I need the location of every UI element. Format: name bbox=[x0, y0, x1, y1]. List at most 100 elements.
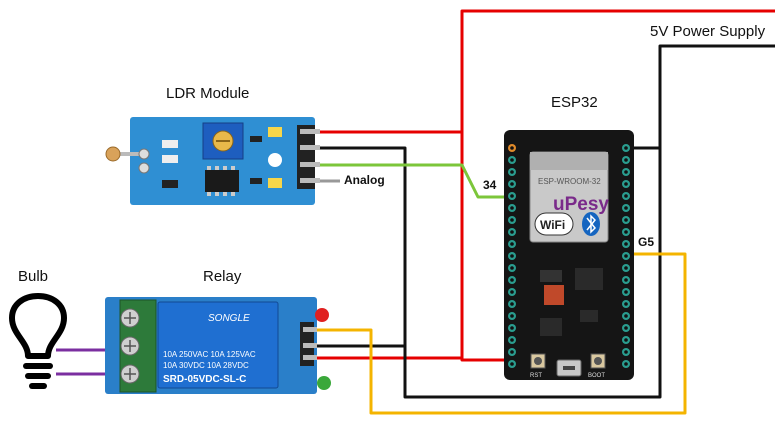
ldr-header-pins bbox=[300, 129, 320, 183]
power-supply-label: 5V Power Supply bbox=[650, 23, 766, 40]
relay-header-pins bbox=[303, 327, 317, 360]
esp32-pin-drill bbox=[510, 266, 514, 270]
esp32-pin-drill bbox=[624, 218, 628, 222]
esp32-pin-drill bbox=[510, 218, 514, 222]
wifi-logo-text: WiFi bbox=[540, 218, 565, 232]
boot-label: BOOT bbox=[588, 373, 605, 379]
signal-wire bbox=[316, 252, 687, 415]
relay-model: SRD-05VDC-SL-C bbox=[163, 374, 246, 385]
ldr-solder-pad-2 bbox=[138, 162, 150, 174]
esp32-pin-drill bbox=[510, 194, 514, 198]
esp32-pin-drill bbox=[624, 326, 628, 330]
esp32-pin-drill bbox=[624, 194, 628, 198]
esp32-pin-drill bbox=[510, 350, 514, 354]
esp32-regulator bbox=[540, 270, 562, 282]
ldr-module bbox=[105, 117, 320, 205]
esp32-pin-drill bbox=[624, 254, 628, 258]
ldr-cap-2 bbox=[250, 178, 262, 184]
relay-led-red bbox=[315, 308, 329, 322]
esp32-pin-drill bbox=[510, 182, 514, 186]
ic-pins bbox=[207, 166, 235, 196]
bulb-label: Bulb bbox=[18, 268, 48, 285]
wifi-logo-icon bbox=[534, 212, 574, 236]
ldr-mount-hole bbox=[268, 153, 282, 167]
esp32-pin-drill bbox=[510, 146, 514, 150]
esp32-brand-text: uPesy bbox=[553, 194, 609, 215]
esp32-chip-2 bbox=[575, 268, 603, 290]
comparator-ic bbox=[205, 170, 239, 192]
bulb-icon bbox=[9, 293, 67, 389]
esp32-pin-drill bbox=[510, 230, 514, 234]
esp32-label: ESP32 bbox=[551, 94, 598, 111]
esp32-pin-drill bbox=[624, 242, 628, 246]
photoresistor-icon bbox=[105, 146, 121, 162]
wires bbox=[56, 9, 775, 415]
relay-spec-2: 10A 30VDC 10A 28VDC bbox=[163, 361, 249, 370]
esp32-pin-drill bbox=[624, 302, 628, 306]
power-wire-supply bbox=[460, 9, 775, 362]
relay-brand: SONGLE bbox=[208, 313, 250, 324]
esp32-pin-drill bbox=[624, 230, 628, 234]
esp32-pin-drill bbox=[624, 350, 628, 354]
esp32-pin-drill bbox=[510, 206, 514, 210]
analog-wire bbox=[320, 163, 512, 199]
esp32-pin-drill bbox=[624, 182, 628, 186]
ldr-header bbox=[297, 125, 315, 189]
relay-spec-1: 10A 250VAC 10A 125VAC bbox=[163, 350, 256, 359]
ldr-solder-pad-1 bbox=[138, 148, 150, 160]
esp32-pin-drill bbox=[624, 146, 628, 150]
esp32-module-text: ESP-WROOM-32 bbox=[538, 177, 601, 186]
ldr-module-label: LDR Module bbox=[166, 85, 249, 102]
ldr-led-1 bbox=[268, 127, 282, 137]
esp32-pin-drill bbox=[510, 170, 514, 174]
ldr-resistor-1 bbox=[162, 140, 178, 148]
ldr-led-2 bbox=[268, 178, 282, 188]
esp32-pin-drill bbox=[624, 158, 628, 162]
esp32-pin-drill bbox=[510, 242, 514, 246]
esp32-usb-chip bbox=[544, 285, 564, 305]
esp32-pin-drill bbox=[510, 290, 514, 294]
esp32-chip-4 bbox=[580, 310, 598, 322]
esp32-pin-drill bbox=[624, 278, 628, 282]
esp32-antenna bbox=[530, 152, 608, 170]
relay-cube bbox=[157, 301, 279, 389]
ground-wire-supply bbox=[627, 44, 775, 150]
esp32-pin-drill bbox=[510, 314, 514, 318]
esp32-pin-drill bbox=[624, 170, 628, 174]
ldr-resistor-2 bbox=[162, 155, 178, 163]
esp32-pin-drill bbox=[510, 302, 514, 306]
relay-module: SONGLE 10A 250VAC 10A 125VAC 10A 30VDC 1… bbox=[105, 297, 331, 394]
esp32-pin-drill bbox=[510, 254, 514, 258]
esp32-pin-drill bbox=[624, 314, 628, 318]
ground-wire-bus bbox=[320, 146, 662, 399]
terminal-screws bbox=[120, 308, 140, 384]
esp32-pin-drill bbox=[510, 278, 514, 282]
usb-port-slot bbox=[563, 366, 575, 370]
esp32-pin-drill bbox=[624, 266, 628, 270]
boot-button-cap bbox=[594, 357, 602, 365]
analog-label: Analog bbox=[344, 173, 385, 187]
relay-label: Relay bbox=[203, 268, 242, 285]
pin-34-label: 34 bbox=[483, 178, 497, 192]
esp32-pin-drill bbox=[510, 338, 514, 342]
esp32-pin-drill bbox=[624, 362, 628, 366]
esp32-pin-drill bbox=[624, 338, 628, 342]
photoresistor-leads bbox=[120, 152, 146, 156]
esp32-pin-drill bbox=[510, 362, 514, 366]
esp32-pin-drill bbox=[624, 206, 628, 210]
bluetooth-rune bbox=[586, 214, 597, 234]
rst-button-cap bbox=[534, 357, 542, 365]
esp32-board: ESP-WROOM-32 uPesy WiFi RST BOOT bbox=[504, 130, 634, 380]
pin-g5-label: G5 bbox=[638, 235, 654, 249]
esp32-chip-3 bbox=[540, 318, 562, 336]
relay-led-green bbox=[317, 376, 331, 390]
esp32-right-pins bbox=[622, 144, 630, 368]
ldr-cap-1 bbox=[250, 136, 262, 142]
esp32-pin-drill bbox=[510, 158, 514, 162]
esp32-pin-drill bbox=[624, 290, 628, 294]
esp32-pin-drill bbox=[510, 326, 514, 330]
rst-label: RST bbox=[530, 373, 542, 379]
esp32-left-pins bbox=[508, 144, 516, 368]
ldr-resistor-3 bbox=[162, 180, 178, 188]
